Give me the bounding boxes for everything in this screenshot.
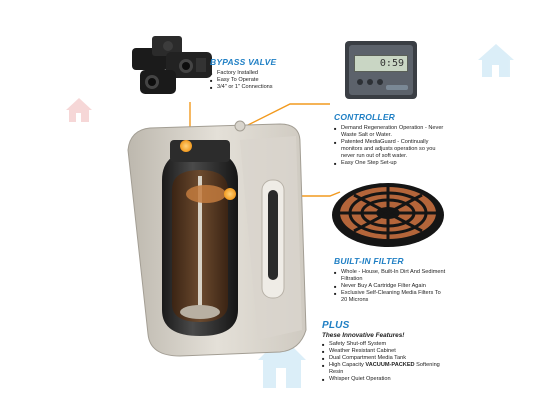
list-item: Easy One Step Set-up [334,160,446,167]
filter-screen-image [332,183,444,247]
list-item: Dual Compartment Media Tank [322,355,452,362]
plus-subtitle: These Innovative Features! [322,332,405,339]
softener-cabinet-image [127,120,307,357]
filter-title: BUILT-IN FILTER [334,256,404,266]
list-item: 3/4" or 1" Connections [210,84,320,91]
resin-highlight: VACUUM-PACKED [365,362,415,368]
plus-callout: PLUS These Innovative Features! Safety S… [322,320,452,383]
bypass-valve-list: Factory Installed Easy To Operate 3/4" o… [210,70,320,91]
house-watermark-icon [478,44,514,77]
controller-display: 0:59 [354,55,408,72]
bypass-valve-callout: BYPASS VALVE Factory Installed Easy To O… [210,57,320,91]
plus-list: Safety Shut-off System Weather Resistant… [322,341,452,383]
list-item: Weather Resistant Cabinet [322,348,452,355]
bypass-valve-title: BYPASS VALVE [210,57,277,67]
list-item: Factory Installed [210,70,320,77]
list-item: Patented MediaGuard - Continually monito… [334,139,446,160]
list-item: Whisper Quiet Operation [322,376,452,383]
filter-list: Whole - House, Built-In Dirt And Sedimen… [334,269,446,304]
list-item: Whole - House, Built-In Dirt And Sedimen… [334,269,446,283]
resin-prefix: High Capacity [329,362,366,368]
list-item: Never Buy A Cartridge Filter Again [334,283,446,290]
bypass-valve-image [132,36,212,94]
list-item: Demand Regeneration Operation - Never Wa… [334,125,446,139]
resin-suffix: Softening Resin [329,362,440,375]
list-item: Safety Shut-off System [322,341,452,348]
plus-title: PLUS [322,320,350,331]
filter-callout: BUILT-IN FILTER Whole - House, Built-In … [334,256,446,304]
controller-callout: CONTROLLER Demand Regeneration Operation… [334,112,446,167]
list-item: Easy To Operate [210,77,320,84]
list-item: Exclusive Self-Cleaning Media Filters To… [334,290,446,304]
list-item: High Capacity VACUUM-PACKED Softening Re… [322,362,452,376]
house-watermark-icon [66,98,92,122]
controller-list: Demand Regeneration Operation - Never Wa… [334,125,446,167]
controller-title: CONTROLLER [334,112,396,122]
